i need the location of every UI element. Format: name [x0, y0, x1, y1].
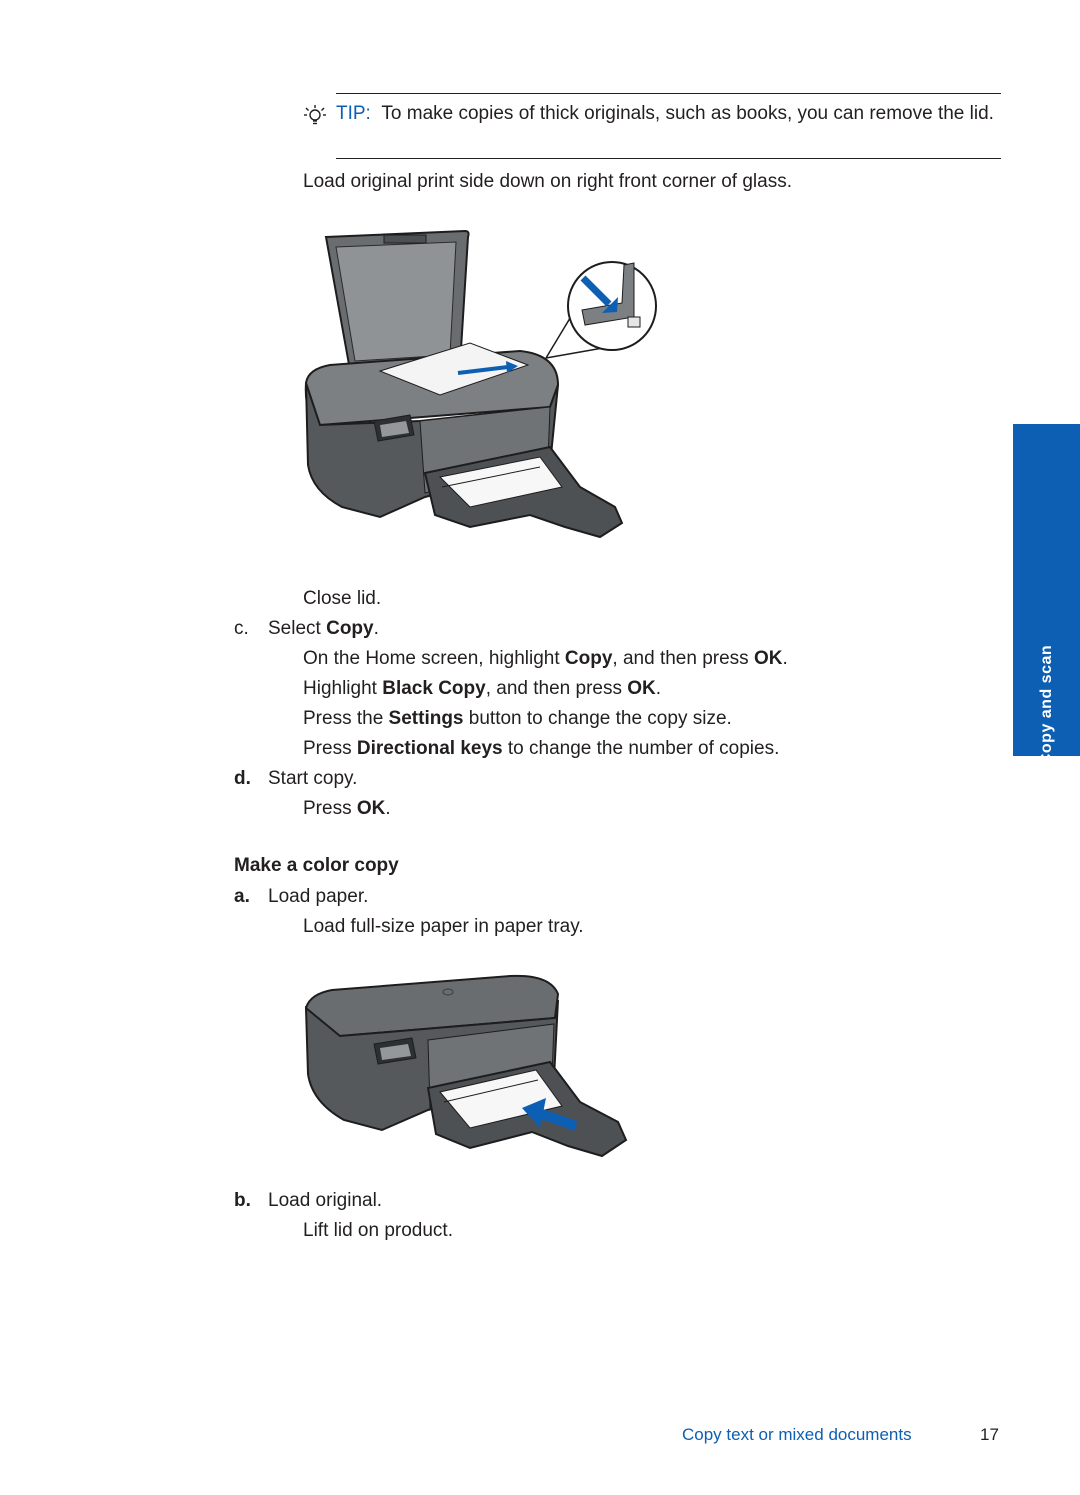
bold-text: Copy [564, 648, 613, 669]
printer-open-lid-illustration [304, 229, 657, 539]
step-d-press: Press OK. [303, 797, 391, 821]
tip-label: TIP: [336, 103, 371, 124]
text: On the Home screen, highlight [303, 648, 565, 669]
text: Press [303, 738, 357, 759]
text: button to change the copy size. [463, 708, 732, 729]
page-number: 17 [980, 1425, 999, 1444]
text: Highlight [303, 678, 383, 699]
footer-chapter-title: Copy text or mixed documents [682, 1425, 912, 1444]
tip-bottom-rule [336, 158, 1001, 159]
tip-top-rule [336, 93, 1001, 94]
step-a-letter: a. [234, 886, 250, 907]
step-c-line-3: Press the Settings button to change the … [303, 707, 732, 731]
text: to change the number of copies. [502, 738, 780, 759]
step-d-title: Start copy. [268, 768, 358, 789]
text: . [385, 798, 391, 819]
bold-text: Black Copy [382, 678, 486, 699]
step-b-letter: b. [234, 1190, 251, 1211]
step-c-line-2: Highlight Black Copy, and then press OK. [303, 677, 661, 701]
bold-text: Settings [388, 708, 464, 729]
step-a-detail: Load full-size paper in paper tray. [303, 916, 584, 937]
bold-text: Directional keys [356, 738, 503, 759]
tip-text: TIP: To make copies of thick originals, … [336, 101, 1001, 127]
printer-load-paper-illustration [304, 974, 628, 1158]
chapter-side-tab: Copy and scan [1013, 424, 1080, 765]
section-heading: Make a color copy [234, 855, 399, 876]
text: . [655, 678, 662, 699]
step-c-prefix: Select [268, 618, 327, 639]
bold-text: OK [356, 798, 386, 819]
text: Press the [303, 708, 389, 729]
step-c-line-1: On the Home screen, highlight Copy, and … [303, 647, 788, 671]
bold-text: OK [627, 678, 656, 699]
step-b-detail: Lift lid on product. [303, 1220, 453, 1241]
lightbulb-icon [304, 105, 326, 125]
step-c-suffix: . [373, 618, 379, 639]
text: , and then press [612, 648, 754, 669]
close-lid-text: Close lid. [303, 588, 382, 609]
step-b-title: Load original. [268, 1190, 383, 1211]
bold-text: OK [753, 648, 783, 669]
text: . [782, 648, 788, 669]
step-c-title: Select Copy. [268, 617, 379, 641]
tip-body: To make copies of thick originals, such … [381, 103, 994, 124]
text: Press [303, 798, 357, 819]
side-tab-label: Copy and scan [1037, 644, 1055, 766]
step-c-letter: c. [234, 618, 249, 639]
step-c-line-4: Press Directional keys to change the num… [303, 737, 779, 761]
text: , and then press [485, 678, 628, 699]
step-d-letter: d. [234, 768, 251, 789]
step-a-title: Load paper. [268, 886, 369, 907]
load-original-instruction: Load original print side down on right f… [303, 171, 792, 192]
step-c-bold: Copy [326, 618, 374, 639]
